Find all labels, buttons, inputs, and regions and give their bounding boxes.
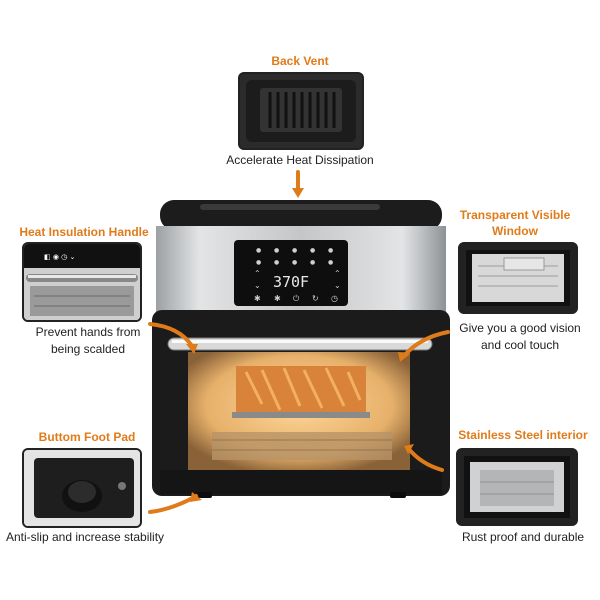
window-arrow	[402, 330, 450, 358]
handle-caption-line1: Prevent hands from	[35, 325, 141, 339]
temp-up-icon[interactable]: ⌃	[254, 269, 261, 278]
start-icon[interactable]: ◷	[331, 294, 338, 303]
handle-caption-line2: being scalded	[50, 342, 126, 356]
svg-text:●: ●	[292, 247, 297, 254]
fries-basket	[236, 366, 366, 416]
svg-text:●: ●	[274, 247, 279, 254]
time-up-icon[interactable]: ⌃	[334, 269, 341, 278]
svg-text:●: ●	[328, 247, 333, 254]
svg-text:◧ ◉ ◷ ⌄: ◧ ◉ ◷ ⌄	[44, 253, 75, 261]
back-vent-inset	[238, 72, 364, 150]
temp-down-icon[interactable]: ⌄	[254, 281, 261, 290]
svg-text:●: ●	[292, 259, 297, 266]
foot-pad-caption: Anti-slip and increase stability	[5, 530, 165, 544]
svg-text:●: ●	[310, 247, 315, 254]
handle-inset: ◧ ◉ ◷ ⌄	[22, 242, 142, 322]
door-handle[interactable]	[167, 337, 433, 351]
window-caption-line2: and cool touch	[480, 338, 560, 352]
temperature-display: 370F	[273, 273, 309, 291]
interior-illustration	[464, 456, 570, 518]
window-title: Transparent Visible Window	[450, 207, 580, 239]
foot-pad	[196, 492, 212, 498]
window-title-line2: Window	[492, 224, 538, 238]
time-down-icon[interactable]: ⌄	[334, 281, 341, 290]
handle-caption: Prevent hands from being scalded	[18, 324, 158, 358]
rotate-icon[interactable]: ↻	[312, 294, 319, 303]
handle-illustration: ◧ ◉ ◷ ⌄	[24, 244, 140, 320]
back-vent-caption: Accelerate Heat Dissipation	[226, 153, 374, 167]
svg-text:●: ●	[274, 259, 279, 266]
window-caption: Give you a good vision and cool touch	[440, 320, 600, 354]
back-vent-illustration	[246, 80, 356, 142]
preset-icons: ● ● ● ● ● ● ● ● ● ●	[256, 247, 333, 266]
handle-title: Heat Insulation Handle	[19, 225, 149, 239]
interior-inset	[456, 448, 578, 526]
fan-icon[interactable]: ✱	[274, 294, 281, 303]
foot-pad-illustration	[24, 450, 140, 526]
power-icon[interactable]: ⏻	[293, 294, 300, 303]
back-vent-title: Back Vent	[271, 54, 329, 68]
window-title-line1: Transparent Visible	[459, 208, 571, 222]
foot-pad-arrow	[148, 494, 198, 514]
interior-caption: Rust proof and durable	[461, 530, 585, 544]
interior-title: Stainless Steel interior	[458, 428, 588, 442]
svg-text:●: ●	[328, 259, 333, 266]
window-caption-line1: Give you a good vision	[459, 321, 581, 335]
control-panel	[234, 240, 348, 306]
svg-text:●: ●	[310, 259, 315, 266]
light-icon[interactable]: ✱	[254, 294, 261, 303]
window-illustration	[466, 250, 570, 306]
handle-arrow	[148, 322, 194, 348]
foot-pad-title: Buttom Foot Pad	[38, 430, 136, 444]
window-inset	[458, 242, 578, 314]
svg-text:●: ●	[256, 247, 261, 254]
svg-text:●: ●	[256, 259, 261, 266]
foot-pad-inset	[22, 448, 142, 528]
